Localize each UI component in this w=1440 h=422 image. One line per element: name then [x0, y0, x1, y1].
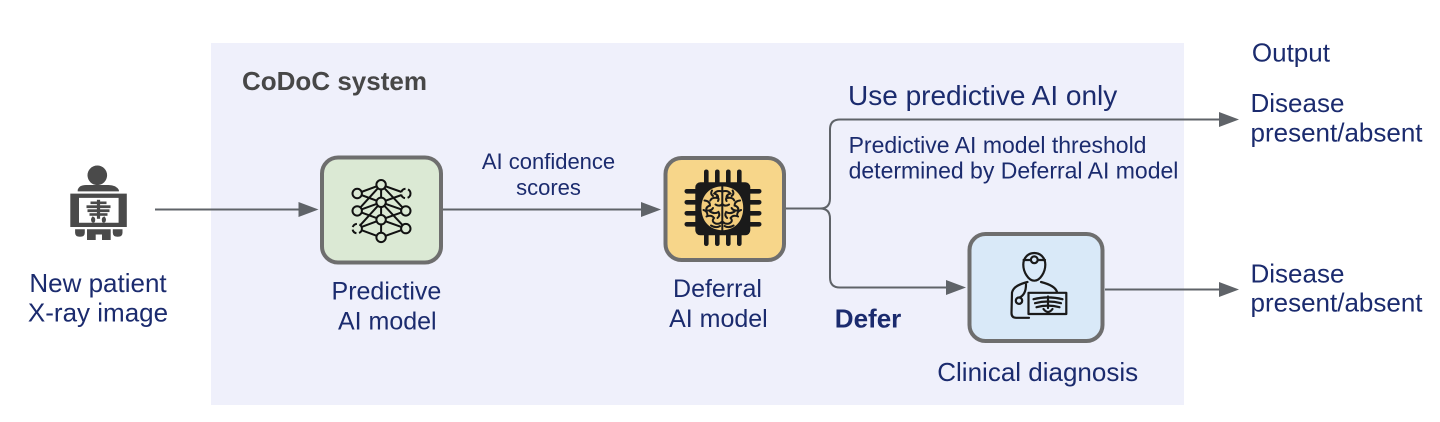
svg-text:Predictive: Predictive — [332, 277, 442, 305]
svg-text:Disease: Disease — [1251, 88, 1345, 118]
svg-text:New patient: New patient — [29, 268, 167, 298]
svg-text:Use predictive AI only: Use predictive AI only — [848, 80, 1117, 111]
svg-text:present/absent: present/absent — [1251, 288, 1424, 318]
svg-text:Predictive AI model threshold: Predictive AI model threshold — [849, 132, 1147, 158]
svg-text:scores: scores — [516, 175, 581, 200]
svg-text:AI model: AI model — [338, 307, 437, 335]
svg-text:CoDoC system: CoDoC system — [242, 66, 427, 96]
svg-text:determined by Deferral AI mode: determined by Deferral AI model — [849, 158, 1179, 184]
svg-text:AI confidence: AI confidence — [482, 149, 615, 174]
svg-text:present/absent: present/absent — [1251, 118, 1424, 148]
svg-text:Clinical diagnosis: Clinical diagnosis — [937, 357, 1138, 387]
svg-text:Output: Output — [1252, 37, 1331, 67]
svg-text:Deferral: Deferral — [673, 275, 762, 303]
svg-text:Disease: Disease — [1251, 258, 1345, 288]
svg-text:AI model: AI model — [669, 305, 768, 333]
svg-text:X-ray image: X-ray image — [28, 298, 168, 328]
svg-text:Defer: Defer — [835, 303, 901, 333]
